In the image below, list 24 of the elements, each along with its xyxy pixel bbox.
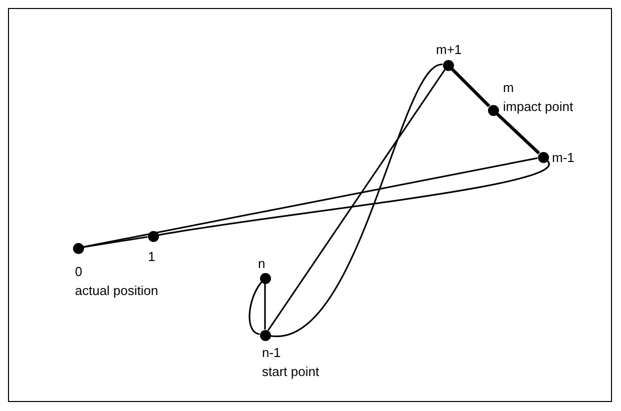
point-label: n <box>258 256 266 271</box>
point-caption: impact point <box>503 99 574 114</box>
trajectory-line <box>450 68 490 108</box>
point-label: n-1 <box>262 345 281 360</box>
point-marker <box>148 230 158 242</box>
trajectory-line <box>264 284 266 330</box>
point-caption: actual position <box>75 283 158 298</box>
trajectory-curve <box>158 160 549 236</box>
point-label: 1 <box>148 249 156 264</box>
point-label: 0 <box>75 264 82 279</box>
point-marker <box>538 152 548 162</box>
trajectory-line <box>496 112 540 154</box>
point-marker <box>72 242 84 254</box>
trajectory-line <box>83 157 538 248</box>
trajectory-line <box>83 236 148 248</box>
point-caption: start point <box>262 364 320 379</box>
point-marker <box>488 104 498 116</box>
point-marker <box>442 60 454 70</box>
trajectory-curve <box>248 282 262 335</box>
point-label: m <box>503 80 514 95</box>
point-marker <box>260 272 270 284</box>
point-label: m+1 <box>436 42 462 57</box>
point-marker <box>260 330 270 340</box>
point-label: m-1 <box>552 150 574 165</box>
